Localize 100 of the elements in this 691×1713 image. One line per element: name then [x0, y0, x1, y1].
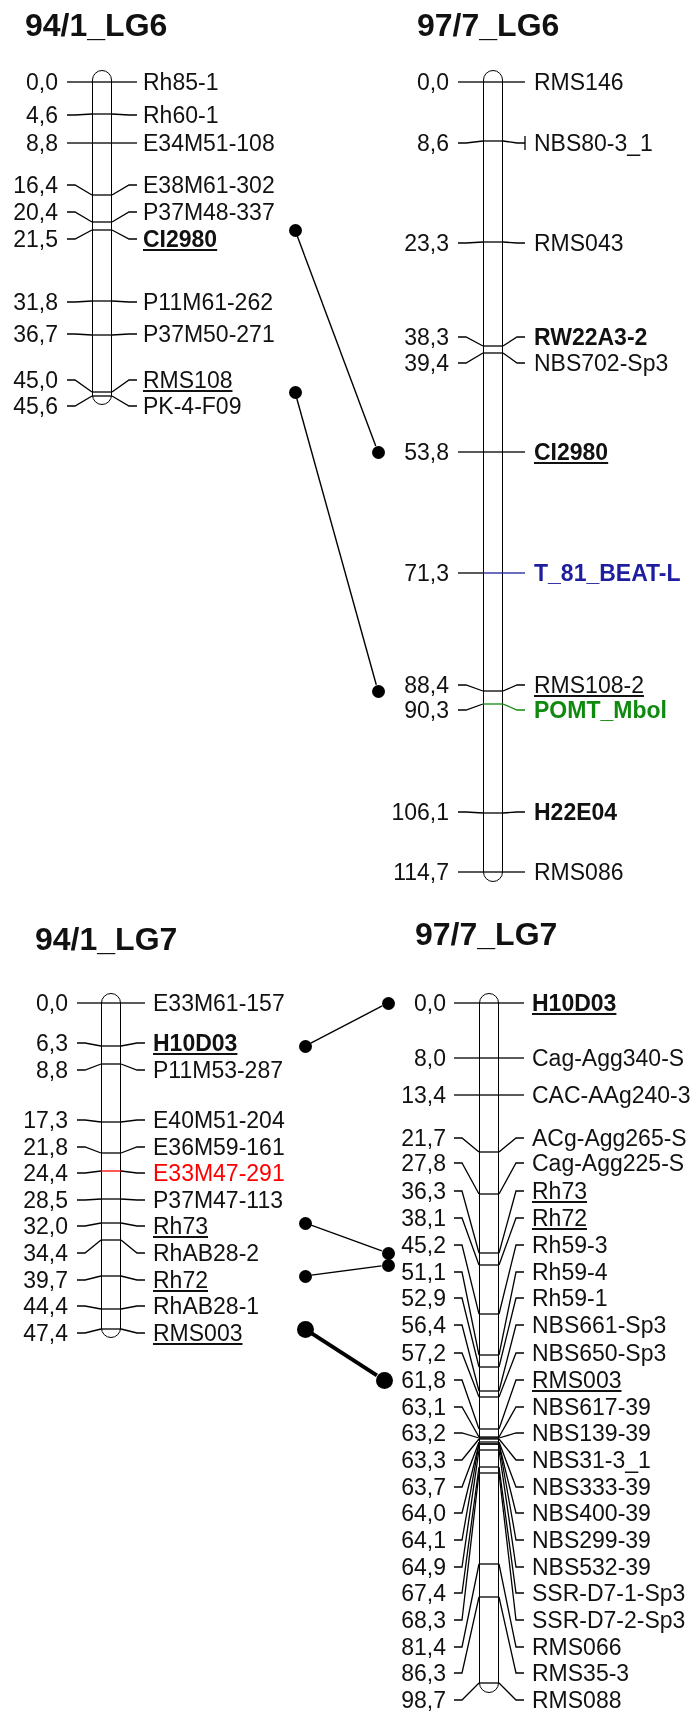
map-position: 68,3	[400, 1607, 446, 1633]
marker-label: RMS108	[143, 367, 233, 393]
map-position: 36,3	[400, 1178, 446, 1204]
map-position: 21,8	[22, 1134, 68, 1160]
marker-label: T_81_BEAT-L	[534, 560, 681, 586]
map-position: 63,3	[400, 1447, 446, 1473]
marker-label: P37M48-337	[143, 199, 275, 225]
marker-label: ACg-Agg265-S	[532, 1125, 687, 1151]
map-position: 88,4	[403, 672, 449, 698]
linkage-connector	[296, 235, 377, 447]
marker-label: E33M47-291	[153, 1160, 285, 1186]
marker-label: NBS31-3_1	[532, 1447, 651, 1473]
marker-label: NBS299-39	[532, 1527, 651, 1553]
map-position: 90,3	[403, 697, 449, 723]
map-position: 63,2	[400, 1420, 446, 1446]
map-position: 106,1	[390, 799, 449, 825]
map-position: 16,4	[12, 172, 58, 198]
marker-label: E40M51-204	[153, 1107, 285, 1133]
marker-label: P37M50-271	[143, 321, 275, 347]
marker-label: NBS80-3_1	[534, 130, 653, 156]
map-position: 63,1	[400, 1394, 446, 1420]
marker-label: Cag-Agg340-S	[532, 1045, 685, 1071]
marker-label: SSR-D7-1-Sp3	[532, 1580, 686, 1606]
marker-label: H10D03	[153, 1030, 238, 1056]
marker-label: Rh72	[532, 1205, 587, 1231]
map-position: 71,3	[403, 560, 449, 586]
map-position: 0,0	[25, 69, 58, 95]
chromosome-title: 94/1_LG6	[25, 8, 168, 42]
map-position: 28,5	[22, 1187, 68, 1213]
marker-label: CAC-AAg240-3	[532, 1082, 691, 1108]
marker-label: Rh73	[153, 1213, 208, 1239]
marker-label: E33M61-157	[153, 990, 285, 1016]
linkage-connector	[310, 1224, 383, 1252]
marker-label: RhAB28-1	[153, 1293, 260, 1319]
map-position: 38,1	[400, 1205, 446, 1231]
marker-label: RhAB28-2	[153, 1240, 260, 1266]
map-position: 0,0	[416, 69, 449, 95]
map-position: 98,7	[400, 1687, 446, 1713]
map-position: 51,1	[400, 1259, 446, 1285]
map-position: 8,0	[413, 1045, 446, 1071]
map-position: 56,4	[400, 1312, 446, 1338]
map-position: 13,4	[400, 1082, 446, 1108]
map-position: 67,4	[400, 1580, 446, 1606]
map-position: 8,6	[416, 130, 449, 156]
map-position: 52,9	[400, 1285, 446, 1311]
marker-label: NBS333-39	[532, 1474, 651, 1500]
map-position: 34,4	[22, 1240, 68, 1266]
marker-label: RMS088	[532, 1687, 622, 1713]
map-position: 64,1	[400, 1527, 446, 1553]
map-position: 0,0	[35, 990, 68, 1016]
map-position: 114,7	[392, 859, 449, 885]
map-position: 47,4	[22, 1320, 68, 1346]
map-position: 20,4	[12, 199, 58, 225]
map-position: 24,4	[22, 1160, 68, 1186]
marker-label: Rh73	[532, 1178, 587, 1204]
marker-label: H10D03	[532, 990, 617, 1016]
marker-label: Rh60-1	[143, 102, 219, 128]
map-position: 17,3	[22, 1107, 68, 1133]
marker-label: Rh85-1	[143, 69, 219, 95]
marker-label: NBS139-39	[532, 1420, 651, 1446]
marker-label: NBS661-Sp3	[532, 1312, 667, 1338]
marker-label: RMS108-2	[534, 672, 644, 698]
marker-label: NBS400-39	[532, 1500, 651, 1526]
map-position: 36,7	[12, 321, 58, 347]
map-position: 31,8	[12, 289, 58, 315]
linkage-connector	[311, 1331, 378, 1378]
linkage-connector	[310, 1265, 383, 1276]
marker-label: Rh59-1	[532, 1285, 608, 1311]
map-position: 64,0	[400, 1500, 446, 1526]
marker-label: Rh72	[153, 1267, 208, 1293]
marker-label: RMS003	[532, 1367, 622, 1393]
marker-label: RMS146	[534, 69, 624, 95]
linkage-connector	[310, 1005, 383, 1044]
marker-label: E38M61-302	[143, 172, 275, 198]
marker-label: RMS003	[153, 1320, 243, 1346]
marker-label: P11M61-262	[143, 289, 273, 315]
marker-label: POMT_Mbol	[534, 697, 667, 723]
map-position: 8,8	[35, 1057, 68, 1083]
marker-label: P37M47-113	[153, 1187, 283, 1213]
map-position: 39,4	[403, 350, 449, 376]
map-position: 57,2	[400, 1340, 446, 1366]
marker-label: RMS066	[532, 1634, 622, 1660]
marker-label: H22E04	[534, 799, 618, 825]
map-position: 45,6	[12, 393, 58, 419]
marker-label: NBS532-39	[532, 1554, 651, 1580]
marker-label: NBS617-39	[532, 1394, 651, 1420]
marker-label: Rh59-4	[532, 1259, 608, 1285]
marker-label: PK-4-F09	[143, 393, 242, 419]
map-position: 21,7	[400, 1125, 446, 1151]
marker-label: E36M59-161	[153, 1134, 285, 1160]
marker-label: RW22A3-2	[534, 324, 648, 350]
marker-label: CI2980	[534, 439, 609, 465]
map-position: 86,3	[400, 1660, 446, 1686]
chromosome-title: 94/1_LG7	[35, 922, 178, 956]
map-position: 32,0	[22, 1213, 68, 1239]
map-position: 6,3	[35, 1030, 68, 1056]
map-position: 23,3	[403, 230, 449, 256]
map-position: 38,3	[403, 324, 449, 350]
map-position: 81,4	[400, 1634, 446, 1660]
map-position: 8,8	[25, 130, 58, 156]
